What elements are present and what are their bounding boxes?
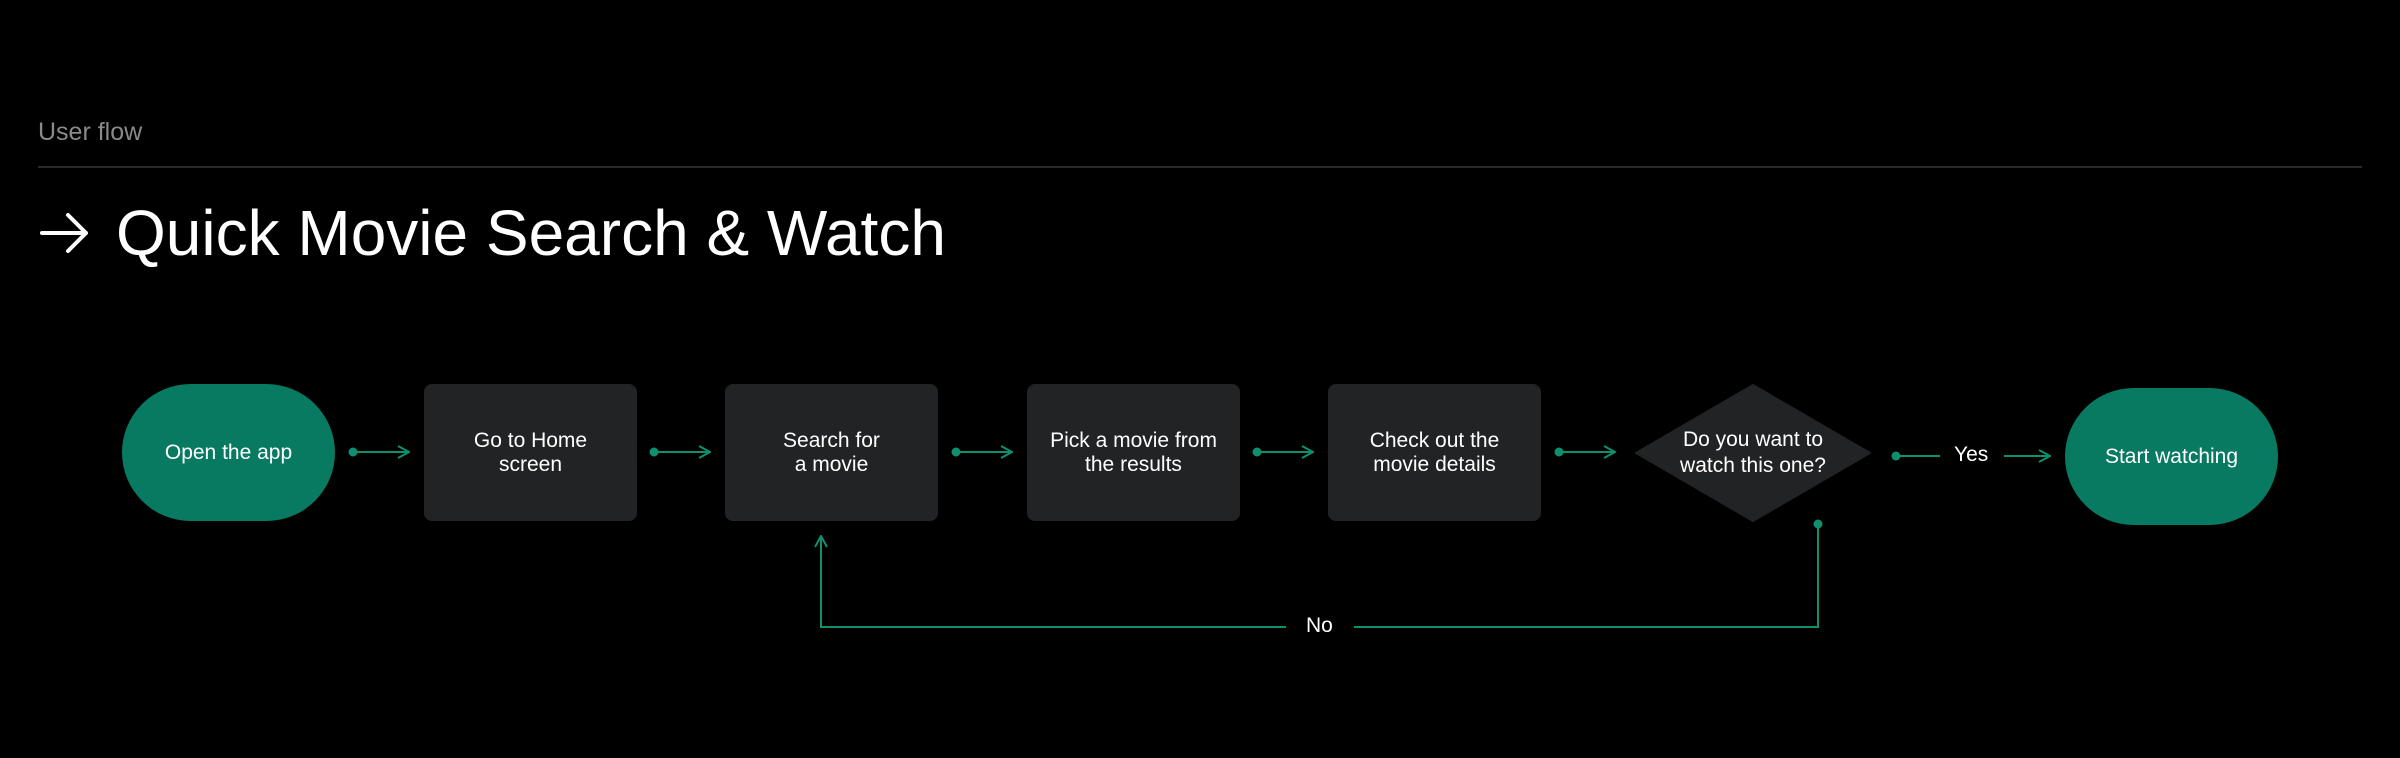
flow-node-label: Search for a movie xyxy=(783,428,880,476)
flow-node-label: Go to Home screen xyxy=(473,428,588,476)
flow-node-label: Check out the movie details xyxy=(1369,428,1500,476)
page-title-text: Quick Movie Search & Watch xyxy=(116,197,946,269)
edge-n1-n2 xyxy=(348,449,410,456)
edge-label-yes: Yes xyxy=(1946,443,1997,467)
flow-node-search-movie: Search for a movie xyxy=(725,384,938,521)
section-label: User flow xyxy=(38,118,143,146)
edge-n6-n7 xyxy=(1891,453,2051,460)
decision-diamond xyxy=(1635,384,1871,522)
edge-n6-n3-loop xyxy=(821,519,1823,628)
flow-node-home-screen: Go to Home screen xyxy=(424,384,637,521)
flow-node-label: Pick a movie from the results xyxy=(1050,428,1217,476)
flow-node-open-app: Open the app xyxy=(122,384,335,521)
edge-n3-n4 xyxy=(951,449,1013,456)
flow-node-decision-label: Do you want to watch this one? xyxy=(1680,428,1826,477)
header-divider xyxy=(38,166,2362,168)
edge-n4-n5 xyxy=(1252,449,1314,456)
flow-node-label: Start watching xyxy=(2104,444,2239,468)
arrow-right-icon xyxy=(40,213,88,253)
edge-n5-n6 xyxy=(1554,449,1616,456)
flow-node-label: Open the app xyxy=(164,440,293,464)
page-title: Quick Movie Search & Watch xyxy=(38,196,946,270)
flow-node-pick-movie: Pick a movie from the results xyxy=(1027,384,1240,521)
edge-n2-n3 xyxy=(649,449,711,456)
flow-node-start-watching: Start watching xyxy=(2065,388,2278,525)
edge-label-no: No xyxy=(1298,614,1341,638)
flow-node-movie-details: Check out the movie details xyxy=(1328,384,1541,521)
